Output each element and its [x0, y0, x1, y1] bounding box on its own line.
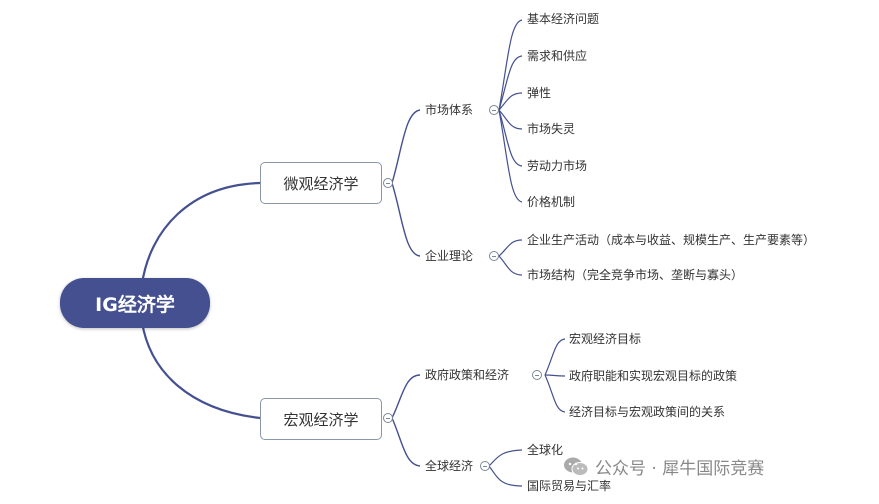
- connector-leaf: [498, 55, 523, 111]
- leaf-topic[interactable]: 需求和供应: [527, 49, 588, 63]
- root-node[interactable]: IG经济学: [60, 278, 210, 328]
- subtopic-global-economy[interactable]: 全球经济: [425, 459, 474, 473]
- leaf-topic[interactable]: 价格机制: [527, 195, 576, 209]
- connector-macro-global: [391, 417, 421, 467]
- leaf-topic[interactable]: 国际贸易与汇率: [527, 479, 612, 493]
- watermark-text: 公众号 · 犀牛国际竞赛: [595, 459, 765, 479]
- connector-micro-market: [391, 109, 421, 184]
- connector-leaf: [498, 109, 523, 203]
- leaf-topic[interactable]: 政府职能和实现宏观目标的政策: [569, 369, 738, 383]
- leaf-topic[interactable]: 宏观经济目标: [569, 332, 642, 346]
- leaf-topic[interactable]: 企业生产活动（成本与收益、规模生产、生产要素等）: [527, 233, 816, 247]
- leaf-topic[interactable]: 全球化: [527, 443, 564, 457]
- leaf-topic[interactable]: 劳动力市场: [527, 159, 588, 173]
- connector-leaf: [488, 465, 523, 487]
- wechat-icon: [563, 456, 589, 478]
- connector-macro-gov: [391, 374, 421, 419]
- leaf-topic[interactable]: 市场结构（完全竞争市场、垄断与寡头）: [527, 268, 744, 282]
- subtopic-gov-policy[interactable]: 政府政策和经济: [425, 368, 510, 382]
- leaf-topic[interactable]: 弹性: [527, 86, 552, 100]
- connector-leaf: [544, 338, 566, 376]
- collapse-toggle-icon[interactable]: [383, 178, 393, 188]
- collapse-toggle-icon[interactable]: [489, 105, 499, 115]
- branch-macro-economics[interactable]: 宏观经济学: [260, 398, 382, 440]
- leaf-topic[interactable]: 基本经济问题: [527, 12, 600, 26]
- connector-leaf: [488, 449, 523, 467]
- subtopic-firm-theory[interactable]: 企业理论: [425, 249, 474, 263]
- connector-leaf: [498, 255, 523, 276]
- collapse-toggle-icon[interactable]: [383, 413, 393, 423]
- branch-micro-economics[interactable]: 微观经济学: [260, 162, 382, 204]
- connector-leaf: [498, 109, 523, 167]
- connector-leaf: [498, 239, 523, 257]
- connector-leaf: [498, 19, 523, 111]
- leaf-topic[interactable]: 经济目标与宏观政策间的关系: [569, 405, 726, 419]
- connector-leaf: [544, 374, 566, 377]
- subtopic-market-system[interactable]: 市场体系: [425, 103, 474, 117]
- connector-leaf: [544, 374, 566, 413]
- watermark: 公众号 · 犀牛国际竞赛: [563, 454, 764, 479]
- connector-micro-firm: [391, 182, 421, 257]
- collapse-toggle-icon[interactable]: [489, 251, 499, 261]
- collapse-toggle-icon[interactable]: [480, 461, 490, 471]
- connector-root-macro: [140, 321, 261, 420]
- leaf-topic[interactable]: 市场失灵: [527, 122, 576, 136]
- connector-leaf: [498, 92, 523, 111]
- connector-root-micro: [140, 181, 261, 285]
- collapse-toggle-icon[interactable]: [532, 370, 542, 380]
- connector-leaf: [498, 109, 523, 130]
